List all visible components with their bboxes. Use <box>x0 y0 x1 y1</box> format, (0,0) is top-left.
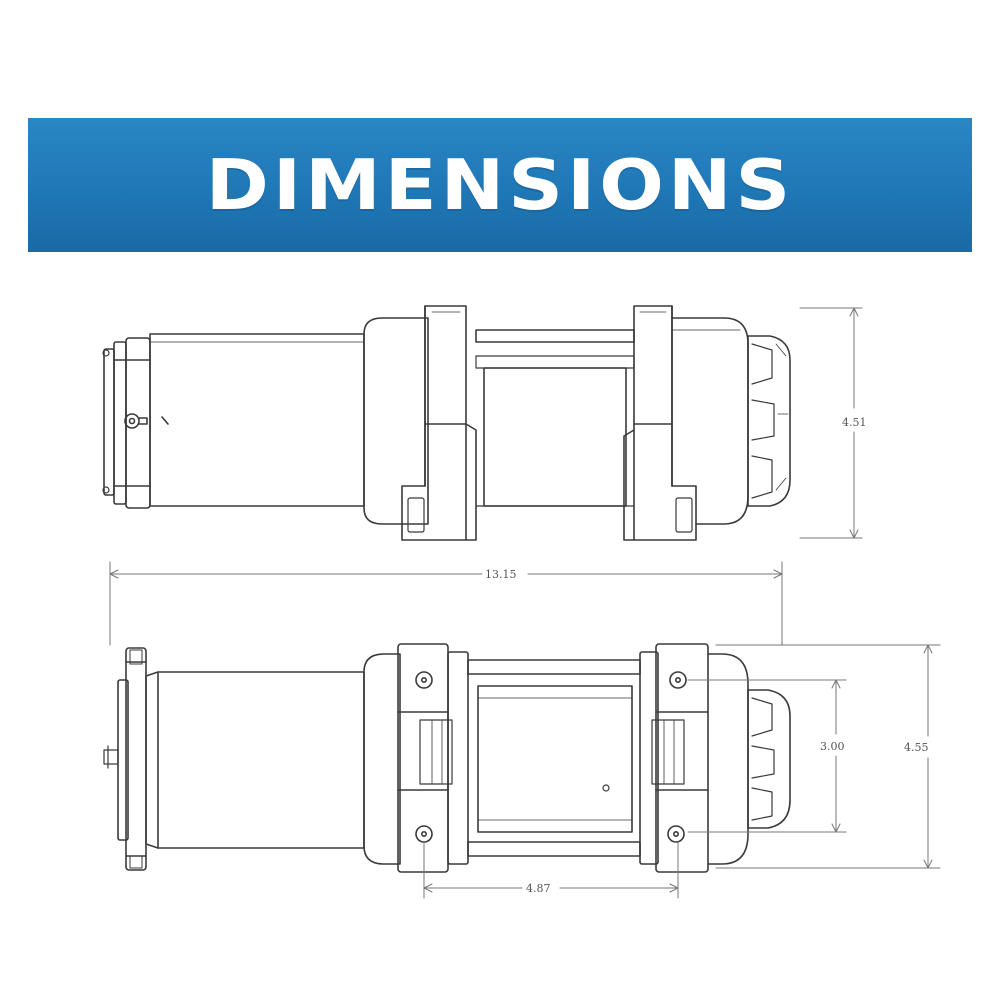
dimensions-banner: DIMENSIONS <box>28 118 972 252</box>
top-left-housing <box>363 653 401 865</box>
banner-title: DIMENSIONS <box>205 143 795 226</box>
dim-bolt-spacing-vertical <box>687 679 847 833</box>
side-end-bracket <box>103 348 115 496</box>
top-tie-bar-lower <box>467 841 641 857</box>
side-motor-body <box>149 333 365 507</box>
top-right-upright <box>655 643 709 873</box>
dim-side-height <box>799 307 863 539</box>
dim-bolt-spacing-vertical-label: 3.00 <box>820 740 845 753</box>
side-clutch-knob <box>747 335 791 507</box>
winch-side-view <box>102 305 791 541</box>
side-left-housing <box>363 317 429 525</box>
top-motor-body <box>145 671 365 849</box>
dim-top-width <box>715 644 941 869</box>
dim-overall-length-label: 13.15 <box>485 568 517 581</box>
dim-side-height-label: 4.51 <box>842 416 867 429</box>
dim-bolt-spacing-horizontal-label: 4.87 <box>526 882 551 895</box>
top-left-bolt-lower <box>415 825 433 843</box>
dim-top-width-label: 4.55 <box>904 741 929 754</box>
side-end-plate <box>113 341 127 505</box>
side-left-upright <box>401 305 467 541</box>
side-tie-bar-top <box>475 329 635 343</box>
top-clutch-knob <box>747 689 791 829</box>
side-end-bolt <box>124 413 140 429</box>
top-left-bolt-upper <box>415 671 433 689</box>
dim-bolt-spacing-horizontal <box>423 841 679 899</box>
side-drum <box>483 367 627 507</box>
top-end-bracket <box>125 647 147 871</box>
winch-top-view <box>103 643 791 873</box>
side-gear-housing <box>671 317 749 525</box>
side-right-upright <box>633 305 697 541</box>
top-right-bolt-upper <box>669 671 687 689</box>
top-tie-bar-upper <box>467 659 641 675</box>
dim-overall-length <box>109 561 783 646</box>
top-drum <box>477 685 633 833</box>
top-right-bolt-lower <box>667 825 685 843</box>
